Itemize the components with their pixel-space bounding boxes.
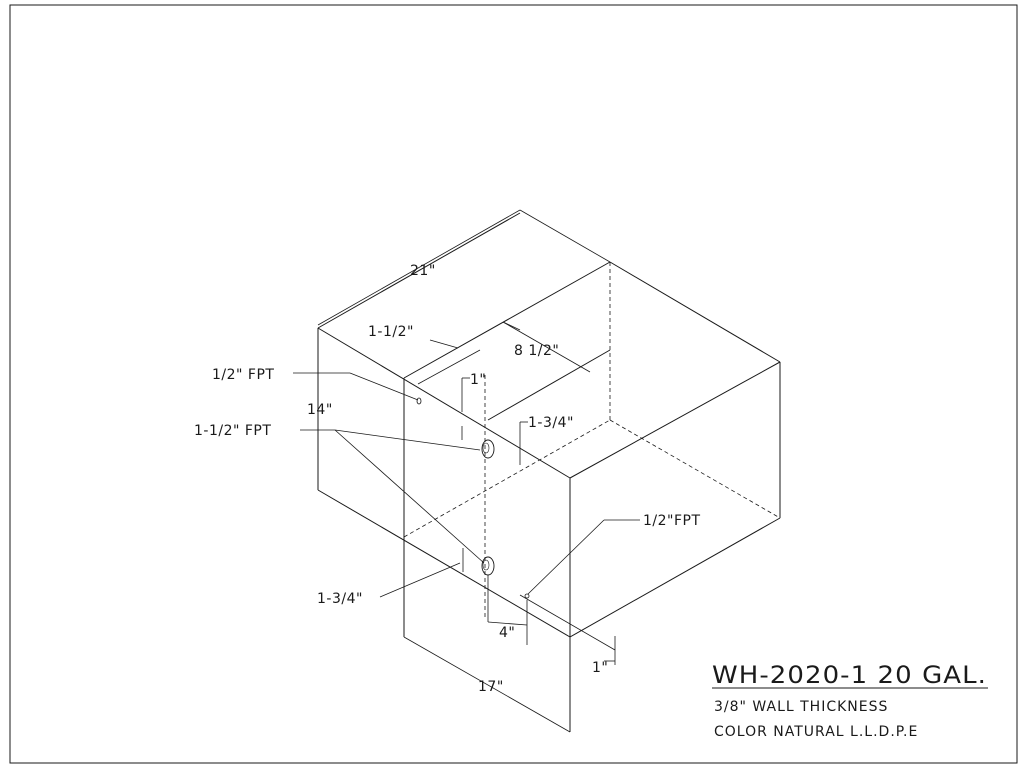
- dim-width-label: 17": [478, 679, 504, 695]
- dim-drain-spacing-label: 4": [499, 625, 515, 641]
- dim-bottom-offset-label: 1": [592, 660, 608, 676]
- dim-fitting-offset-lower-label: 1-3/4": [317, 591, 363, 607]
- fitting-labels: 1/2" FPT 1-1/2" FPT 1/2"FPT: [194, 367, 701, 529]
- sheet-border: [9, 4, 1018, 764]
- tank-body: [317, 212, 781, 732]
- leader-lines: [293, 372, 640, 598]
- side-fitting-lower-port: [481, 556, 495, 576]
- side-fitting-lower-port-inner: [482, 559, 490, 571]
- dim-top-offset-a-label: 1-1/2": [368, 324, 414, 340]
- top-fitting-port: [416, 397, 422, 405]
- bottom-fitting-port: [524, 593, 530, 599]
- title-block: WH-2020-1 20 GAL. 3/8" WALL THICKNESS CO…: [712, 661, 988, 740]
- top-fitting-label: 1/2" FPT: [212, 367, 274, 383]
- dim-height-label: 14": [307, 402, 333, 418]
- side-fittings-label: 1-1/2" FPT: [194, 423, 271, 439]
- side-fitting-upper-port: [481, 439, 495, 459]
- bottom-fitting-label: 1/2"FPT: [643, 513, 701, 529]
- side-fitting-upper-port-inner: [482, 442, 490, 454]
- material-spec: COLOR NATURAL L.L.D.P.E: [714, 724, 918, 740]
- dim-front-offset-top-label: 1": [470, 372, 486, 388]
- dim-fitting-offset-upper-label: 1-3/4": [528, 415, 574, 431]
- dimension-lines: [317, 209, 616, 733]
- wall-thickness-spec: 3/8" WALL THICKNESS: [714, 699, 888, 715]
- dim-length-label: 21": [410, 263, 436, 279]
- dim-top-offset-b-label: 8 1/2": [514, 343, 559, 359]
- dimension-labels: 21" 14" 17" 1-1/2" 8 1/2" 1" 1-3/4" 1-3/…: [307, 263, 608, 695]
- model-title: WH-2020-1 20 GAL.: [712, 661, 987, 689]
